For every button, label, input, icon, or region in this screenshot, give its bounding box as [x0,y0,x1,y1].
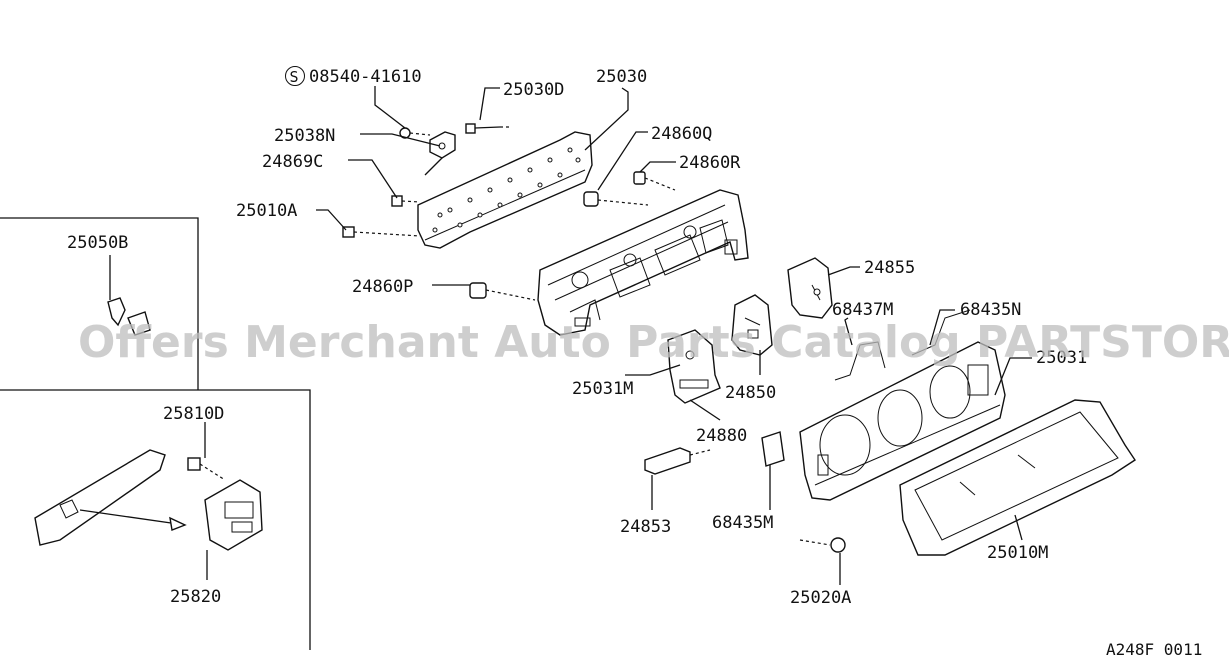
cluster-window-25010M [899,399,1136,556]
label-68437M: 68437M [832,300,893,320]
label-24880: 24880 [696,426,747,446]
part-labels: S 08540-41610 25030D 25030 25038N 24860Q… [67,66,1202,659]
gauge-24850 [731,294,773,356]
label-25031M: 25031M [572,379,633,399]
label-24869C: 24869C [262,152,323,172]
label-24860P: 24860P [352,277,413,297]
bulb-socket-24869C [391,195,421,207]
inset-frame [0,217,311,650]
label-25010M: 25010M [987,543,1048,563]
inset-part-25820 [34,449,263,551]
printed-circuit-board-25030 [417,131,593,249]
socket-24860R [633,171,676,191]
pcb-holes [432,147,581,233]
cluster-lid-25031 [799,341,1006,501]
label-08540-41610: S 08540-41610 [285,66,422,87]
socket-24860Q [583,191,649,207]
label-25050B: 25050B [67,233,128,253]
label-24860Q: 24860Q [651,124,712,144]
label-plate-68435M [761,431,785,467]
label-25031: 25031 [1036,348,1087,368]
label-25030D: 25030D [503,80,564,100]
watermark-text: Offers Merchant Auto Parts Catalog PARTS… [78,317,1229,368]
label-25810D: 25810D [163,404,224,424]
bracket-25038N [424,131,456,176]
socket-24860P [469,282,536,301]
screw-25810D [187,457,226,481]
leader-lines [109,86,1032,585]
label-25820: 25820 [170,587,221,607]
screw-25010A [342,226,421,238]
label-24855: 24855 [864,258,915,278]
screw-25030D [465,123,510,134]
bracket-25031M [667,329,721,404]
label-68435N [911,309,971,356]
connector-24853 [644,447,711,475]
label-25030: 25030 [596,67,647,87]
inset-part-25050B [107,297,151,336]
label-25038N: 25038N [274,126,335,146]
screw-25020A [799,537,846,553]
gauge-24855 [787,257,833,319]
label-24850: 24850 [725,383,776,403]
cluster-case [537,189,749,336]
screw-08540-41610 [399,127,431,139]
label-text-08540-41610: 08540-41610 [309,67,422,87]
label-68435N: 68435N [960,300,1021,320]
s-circle-symbol: S [290,68,299,86]
label-68437M [834,341,886,381]
diagram-code: A248F 0011 [1106,640,1202,659]
label-24860R: 24860R [679,153,741,173]
label-24853: 24853 [620,517,671,537]
label-25020A: 25020A [790,588,851,608]
label-68435M: 68435M [712,513,773,533]
label-25010A: 25010A [236,201,297,221]
